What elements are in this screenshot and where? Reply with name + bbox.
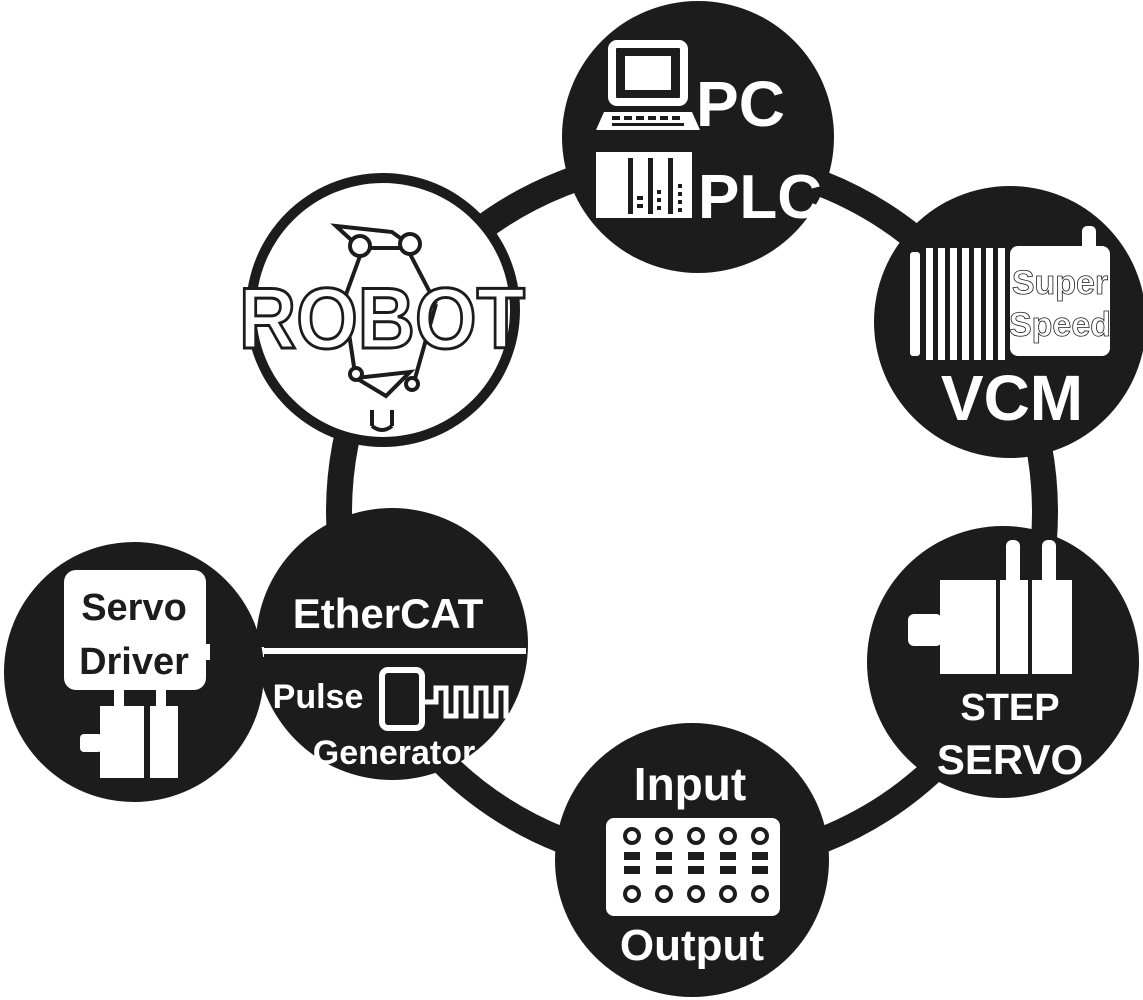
node-robot-inner xyxy=(256,183,510,437)
servo-driver-box xyxy=(64,570,206,690)
pulse-waveform-icon xyxy=(379,667,516,731)
vcm-label: VCM xyxy=(941,362,1083,434)
plc-label: PLC xyxy=(698,163,822,232)
voice-coil-motor-icon xyxy=(910,226,1110,360)
pc-label: PC xyxy=(696,68,785,140)
node-servo-driver[interactable]: Servo Driver xyxy=(4,542,264,802)
vcm-badge-line2: Speed xyxy=(1009,306,1111,344)
node-input-output[interactable]: Input Output xyxy=(555,723,829,997)
delta-robot-icon xyxy=(330,223,438,432)
computer-icon xyxy=(596,40,700,130)
robot-label: ROBOT xyxy=(239,271,525,367)
input-label: Input xyxy=(634,758,746,810)
plc-rack-icon xyxy=(596,152,692,218)
motor-icon xyxy=(908,540,1072,674)
node-pc-plc[interactable]: PC PLC xyxy=(562,1,834,273)
generator-label: Generator xyxy=(313,734,476,772)
vcm-badge-line1: Super xyxy=(1012,264,1108,302)
servo-label: SERVO xyxy=(937,736,1083,783)
node-ethercat[interactable]: EtherCAT Pulse Generator xyxy=(256,508,528,780)
node-vcm[interactable]: Super Speed VCM xyxy=(874,186,1143,458)
terminal-block-icon xyxy=(606,818,780,916)
step-label: STEP xyxy=(960,687,1059,729)
ethercat-label: EtherCAT xyxy=(293,590,484,637)
ethercat-divider xyxy=(262,648,526,654)
node-ethercat-circle xyxy=(256,508,528,780)
node-robot[interactable]: ROBOT xyxy=(238,173,527,447)
servo-driver-line2: Driver xyxy=(79,641,189,683)
node-step-servo[interactable]: STEP SERVO xyxy=(867,526,1139,798)
servo-motor-icon xyxy=(80,690,178,778)
servo-driver-line1: Servo xyxy=(81,587,187,629)
pulse-label: Pulse xyxy=(273,678,364,716)
output-label: Output xyxy=(620,921,765,970)
